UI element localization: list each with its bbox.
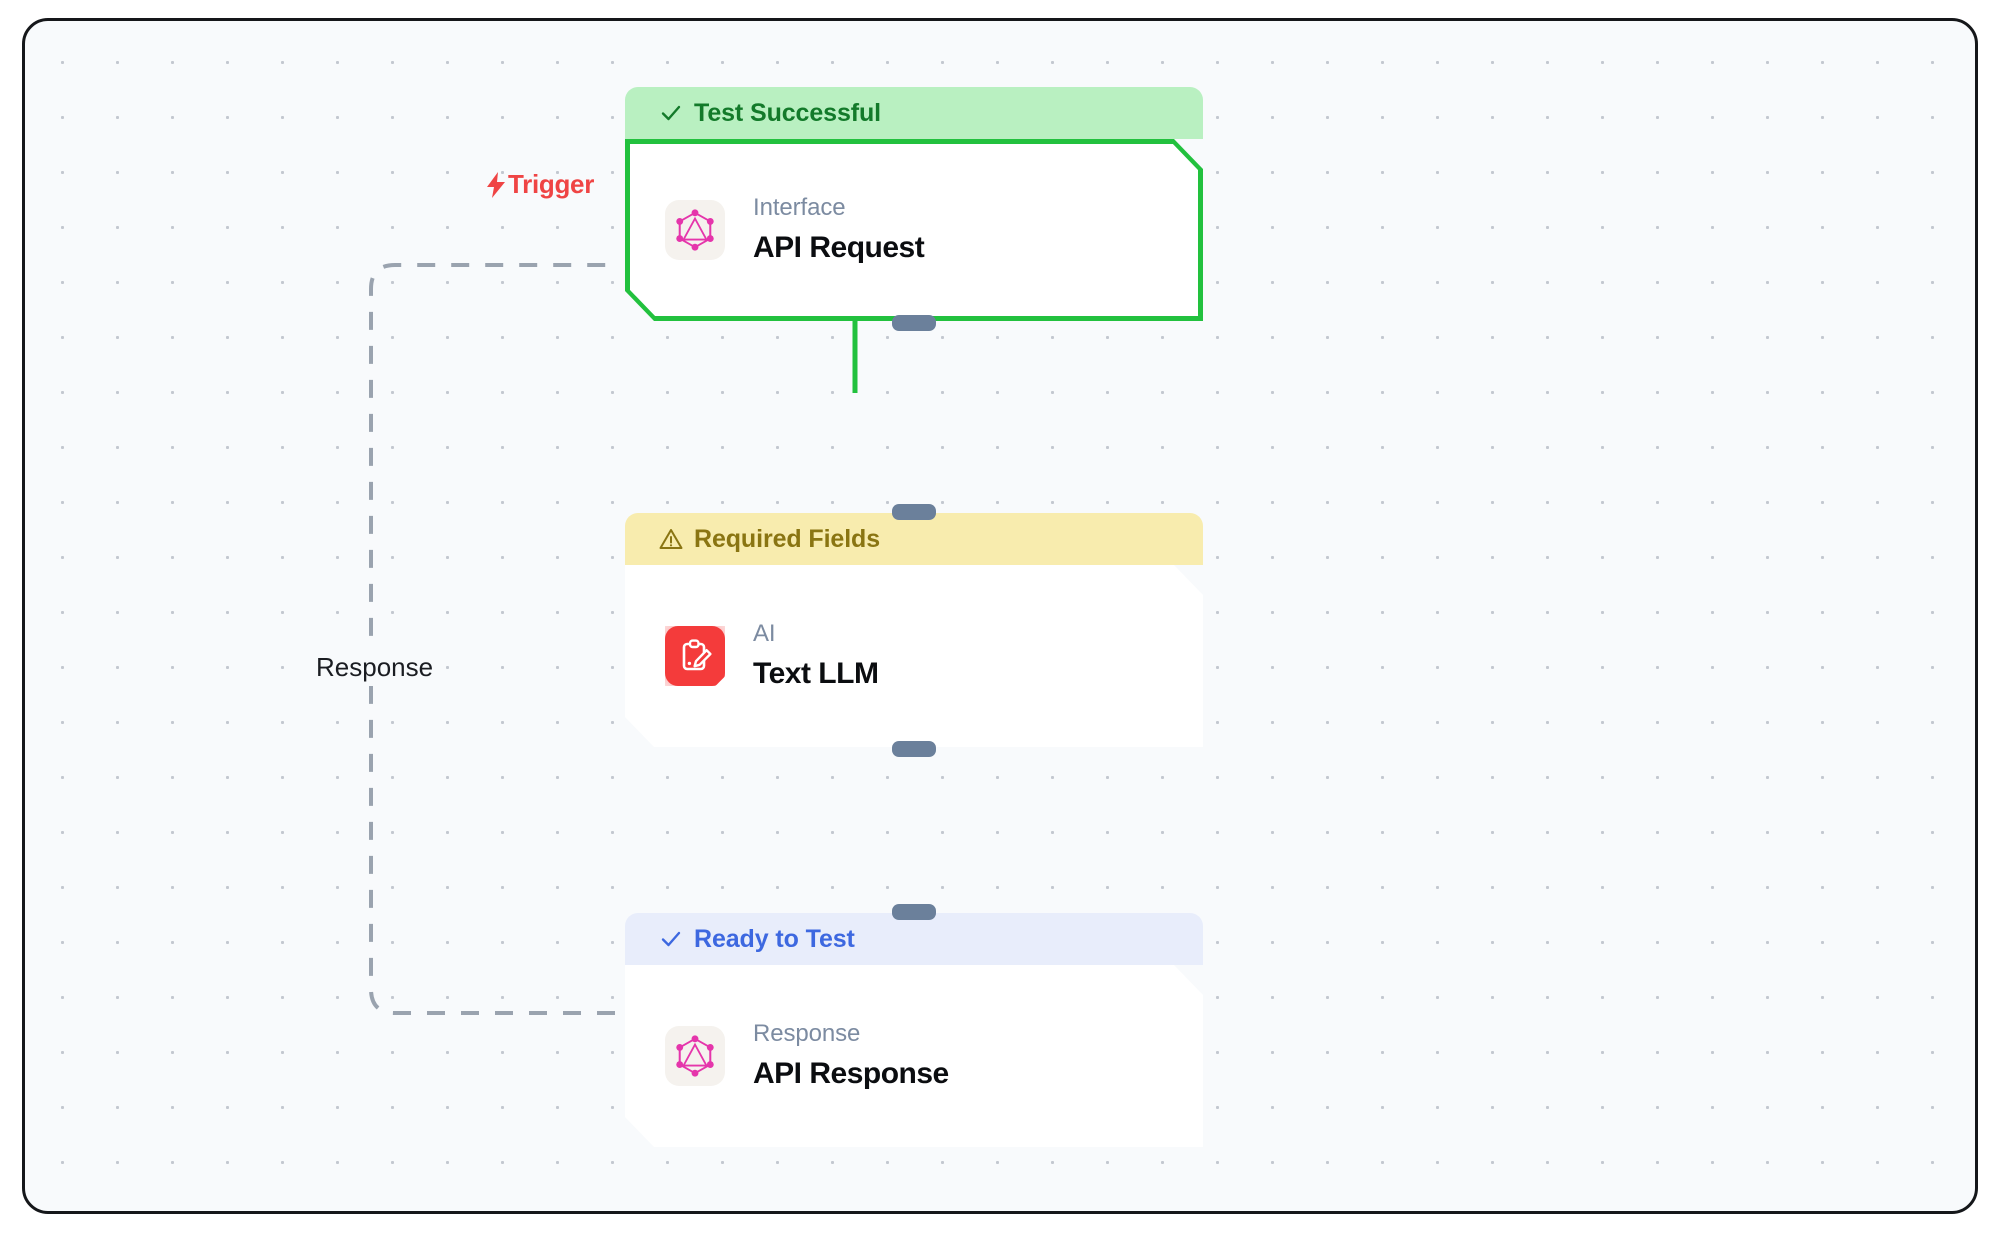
node-api-response[interactable]: Ready to Test — [625, 904, 1203, 1147]
edge-label-response-text: Response — [316, 652, 434, 682]
status-badge-test-successful: Test Successful — [625, 87, 1203, 139]
graphql-icon — [665, 200, 725, 260]
node-kicker: Interface — [753, 194, 846, 222]
node-kicker: AI — [753, 620, 776, 648]
warning-triangle-icon — [659, 527, 683, 551]
node-api-request[interactable]: Test Successful — [625, 87, 1203, 331]
status-badge-label: Test Successful — [694, 98, 882, 127]
status-badge-label: Required Fields — [694, 524, 881, 553]
node-handle-top[interactable] — [892, 904, 936, 920]
lightning-bolt-icon — [485, 171, 507, 198]
node-handle-top[interactable] — [892, 504, 936, 520]
node-handle-bottom[interactable] — [892, 741, 936, 757]
status-badge-ready-to-test: Ready to Test — [625, 913, 1203, 965]
node-kicker: Response — [753, 1020, 861, 1048]
clipboard-edit-icon — [665, 626, 725, 686]
workflow-canvas[interactable]: Trigger Response Test Successful — [22, 18, 1978, 1214]
status-badge-label: Ready to Test — [694, 924, 855, 953]
status-badge-required-fields: Required Fields — [625, 513, 1203, 565]
node-text: AI Text LLM — [753, 619, 879, 693]
node-title: Text LLM — [753, 656, 879, 690]
edge-response-feedback — [369, 263, 615, 1015]
node-body[interactable]: Interface API Request — [625, 139, 1203, 321]
edge-label-response: Response — [307, 649, 443, 686]
node-text: Interface API Request — [753, 193, 925, 267]
node-title: API Response — [753, 1056, 949, 1090]
node-title: API Request — [753, 230, 925, 264]
check-icon — [659, 101, 683, 125]
check-icon — [659, 927, 683, 951]
edge-label-trigger: Trigger — [485, 169, 594, 200]
node-body[interactable]: Response API Response — [625, 965, 1203, 1147]
node-handle-bottom[interactable] — [892, 315, 936, 331]
graphql-icon — [665, 1026, 725, 1086]
node-text-llm[interactable]: Required Fields AI Text LLM — [625, 504, 1203, 757]
node-text: Response API Response — [753, 1019, 949, 1093]
edge-label-trigger-text: Trigger — [508, 169, 595, 199]
node-body[interactable]: AI Text LLM — [625, 565, 1203, 747]
